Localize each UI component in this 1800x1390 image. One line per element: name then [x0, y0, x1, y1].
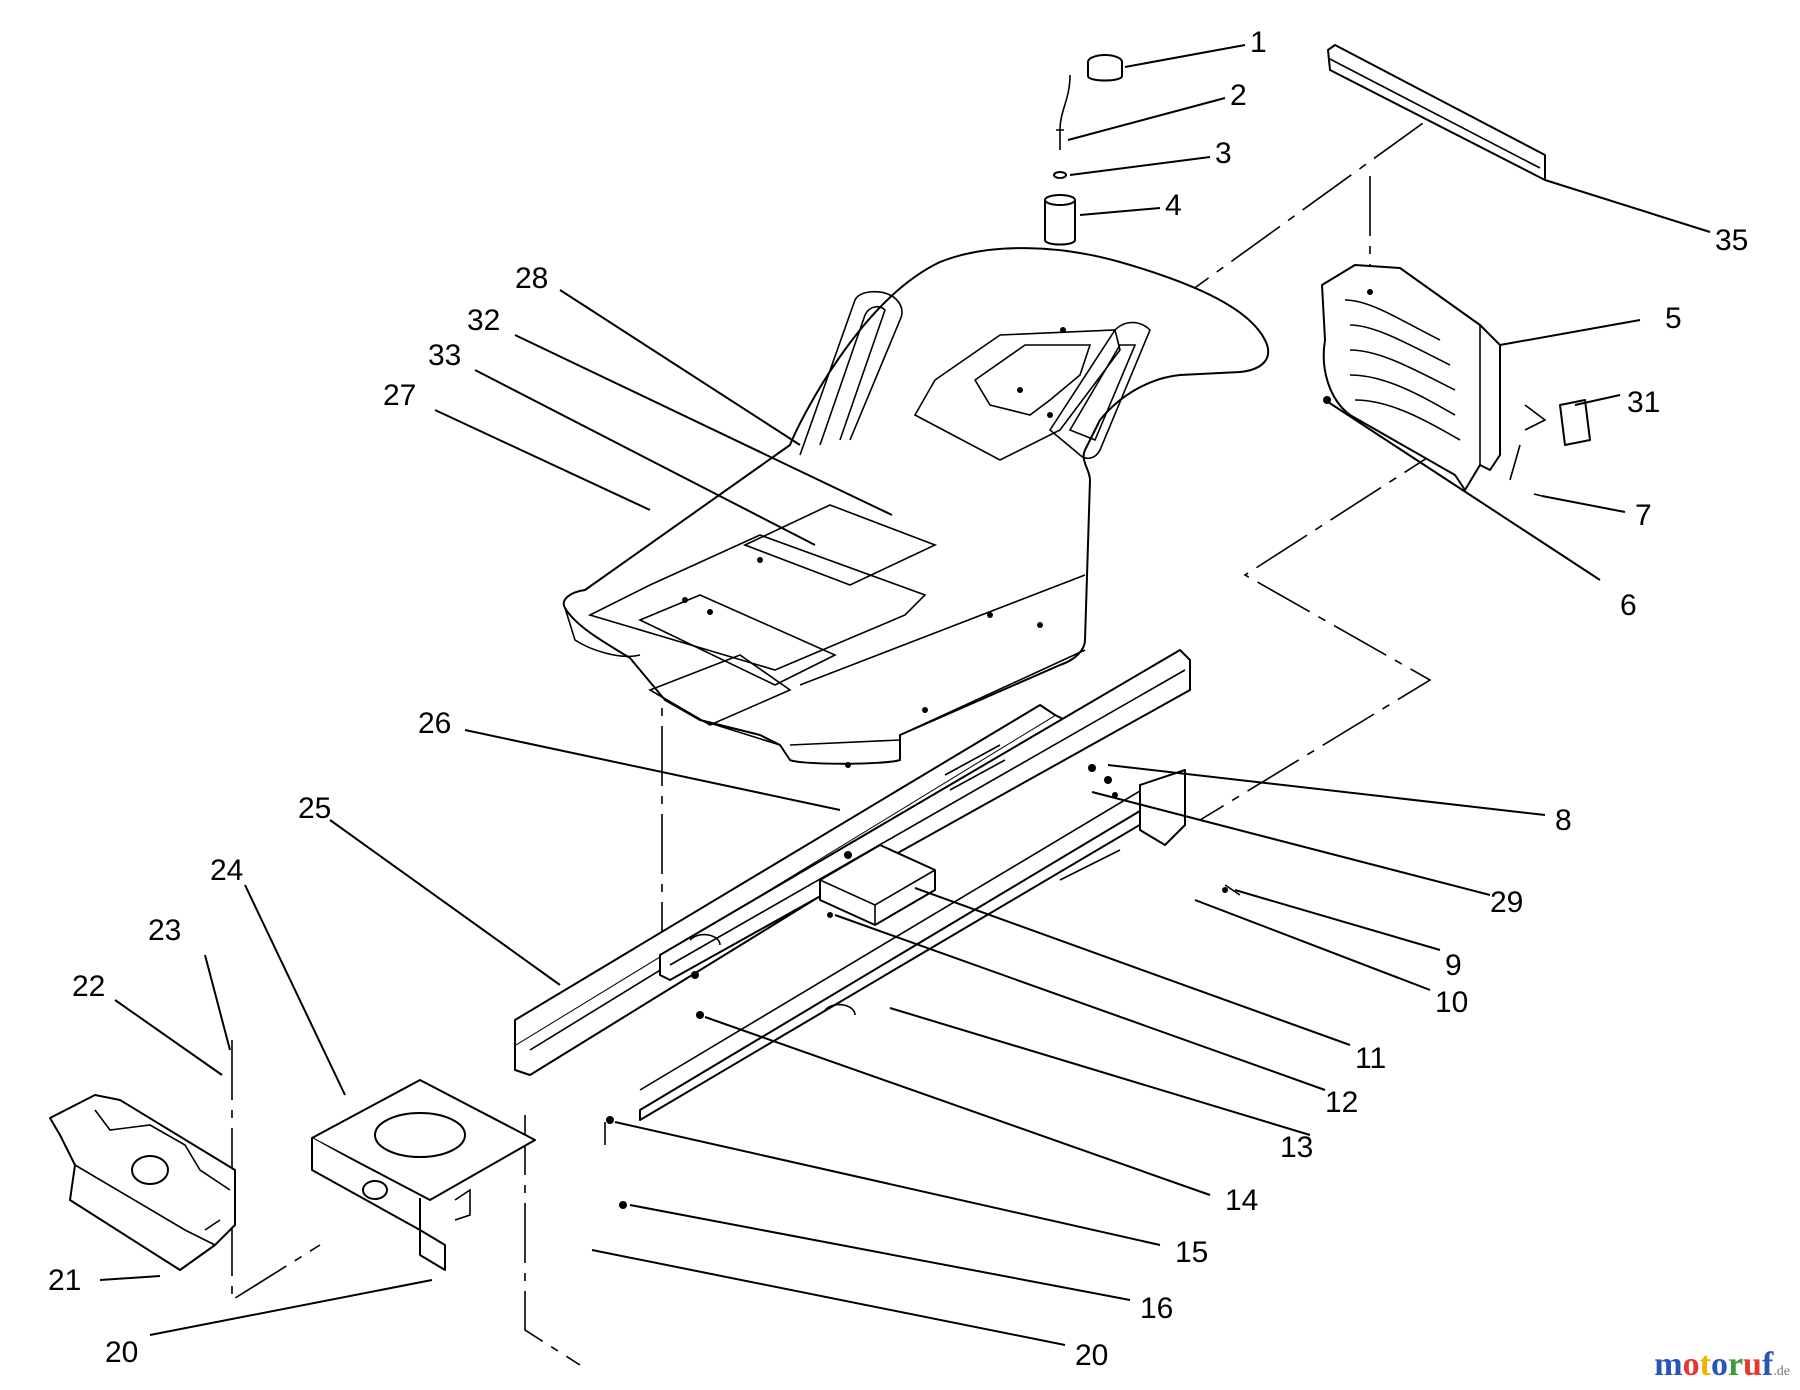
- callout-24: 24: [210, 854, 243, 887]
- callout-22: 22: [72, 970, 105, 1003]
- callout-35: 35: [1715, 224, 1748, 257]
- callout-2: 2: [1230, 79, 1247, 112]
- callout-26: 26: [418, 707, 451, 740]
- watermark-letter: r: [1727, 1346, 1744, 1383]
- callout-6: 6: [1620, 589, 1637, 622]
- callout-16: 16: [1140, 1292, 1173, 1325]
- watermark-letter: t: [1699, 1346, 1711, 1383]
- callout-20-right: 20: [1075, 1339, 1108, 1372]
- watermark-letter: u: [1743, 1346, 1762, 1383]
- callout-33: 33: [428, 339, 461, 372]
- watermark-logo: motoruf.de: [1654, 1346, 1790, 1384]
- callout-23: 23: [148, 914, 181, 947]
- callout-1: 1: [1250, 26, 1267, 59]
- frame-rails: [514, 649, 1241, 1209]
- callout-7: 7: [1635, 499, 1652, 532]
- callout-29: 29: [1490, 886, 1523, 919]
- callout-13: 13: [1280, 1131, 1313, 1164]
- callout-12: 12: [1325, 1086, 1358, 1119]
- callout-5: 5: [1665, 302, 1682, 335]
- callout-14: 14: [1225, 1184, 1258, 1217]
- callout-25: 25: [298, 792, 331, 825]
- watermark-letter: f: [1761, 1346, 1774, 1383]
- body-pan: [562, 247, 1270, 765]
- mounting-plates: [49, 1079, 536, 1271]
- callouts: 1 2 3 4 35 28 32 33 27 5 31 7 6 26 8 25 …: [48, 26, 1748, 1372]
- watermark-letter: o: [1710, 1346, 1728, 1383]
- callout-28: 28: [515, 262, 548, 295]
- callout-4: 4: [1165, 189, 1182, 222]
- rear-panel: [1321, 44, 1591, 497]
- phantom-lines: [231, 117, 1456, 1366]
- watermark-tld: .de: [1773, 1364, 1790, 1379]
- callout-11: 11: [1355, 1042, 1386, 1075]
- callout-32: 32: [467, 304, 500, 337]
- callout-10: 10: [1435, 986, 1468, 1019]
- callout-9: 9: [1445, 949, 1462, 982]
- callout-27: 27: [383, 379, 416, 412]
- callout-31: 31: [1627, 386, 1660, 419]
- callout-21: 21: [48, 1264, 81, 1297]
- watermark-brand: motoruf: [1654, 1346, 1773, 1383]
- callout-8: 8: [1555, 804, 1572, 837]
- callout-20-left: 20: [105, 1336, 138, 1369]
- callout-3: 3: [1215, 137, 1232, 170]
- knob-parts: [1044, 54, 1123, 246]
- watermark-letter: m: [1654, 1346, 1683, 1383]
- watermark-letter: o: [1682, 1346, 1700, 1383]
- callout-15: 15: [1175, 1236, 1208, 1269]
- leader-lines: [99, 44, 1711, 1346]
